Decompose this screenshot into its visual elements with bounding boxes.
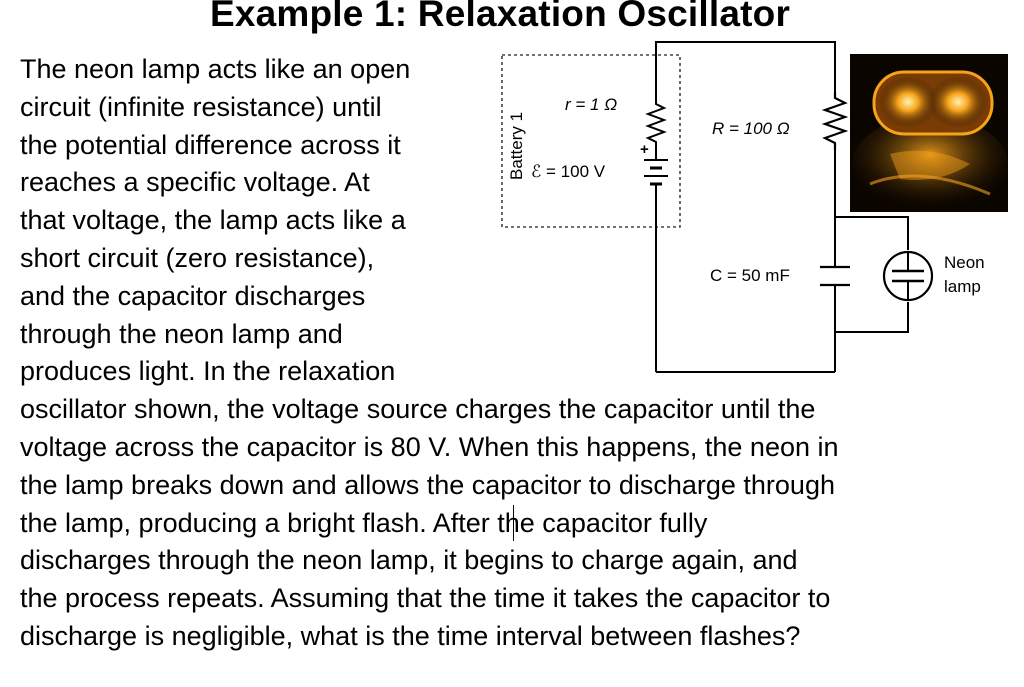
lamp-wire-bottom [835,302,909,333]
capacitor-label: C = 50 mF [710,266,790,285]
text-line: voltage across the capacitor is 80 V. Wh… [20,431,839,462]
slide-title: Example 1: Relaxation Oscillator [209,0,791,34]
lamp-wire-top [835,216,909,250]
text-line: the process repeats. Assuming that the t… [20,583,831,614]
text-line: that voltage, the lamp acts like a [20,205,406,236]
text-line: oscillator shown, the voltage source cha… [20,394,816,425]
circuit-diagram: Battery 1 r = 1 Ω + ℰ = 100 V R = 100 Ω … [501,41,985,373]
text-line: discharge is negligible, what is the tim… [20,620,801,651]
battery-box [501,54,681,228]
neon-lamp-photo [850,54,1008,212]
lamp-label-line1: Neon [944,253,985,272]
internal-resistor [645,98,667,152]
resistor [821,92,849,150]
text-line: the lamp, producing a bright flash. Afte… [20,507,708,538]
text-line: The neon lamp acts like an open [20,54,411,84]
lamp-bulb-left [878,76,938,128]
text-line: produces light. In the relaxation [20,356,396,387]
glow-streak [890,150,970,180]
problem-text: The neon lamp acts like an open circuit … [20,51,839,656]
text-line: the lamp breaks down and allows the capa… [20,469,835,500]
text-cursor [513,505,514,541]
glow-reflection [852,116,1008,212]
text-line: through the neon lamp and [20,318,343,349]
text-line: the potential difference across it [20,129,401,160]
text-line: reaches a specific voltage. At [20,167,370,198]
text-line: short circuit (zero resistance), [20,242,375,273]
top-wire [655,41,836,98]
battery-label: Battery 1 [507,112,526,180]
lamp-label-line2: lamp [944,277,981,296]
text-line: circuit (infinite resistance) until [20,91,382,122]
glow-streak [869,174,991,196]
text-line: and the capacitor discharges [20,280,366,311]
emf-label: ℰ = 100 V [531,162,606,181]
internal-resistance-label: r = 1 Ω [565,95,617,114]
text-line: discharges through the neon lamp, it beg… [20,545,798,576]
resistor-label: R = 100 Ω [712,119,790,138]
plus-sign: + [640,141,649,158]
lamp-bulb-right [928,76,988,128]
